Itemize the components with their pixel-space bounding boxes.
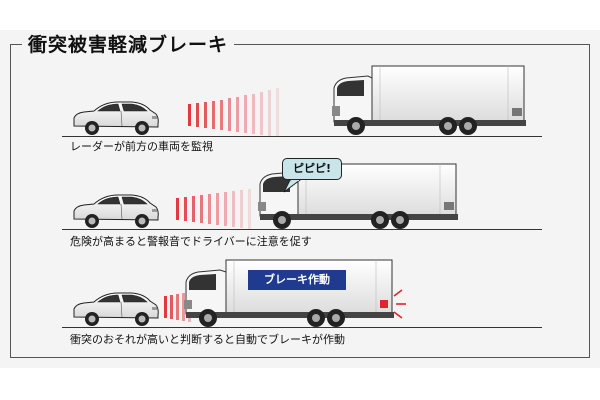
brake-light-flash [393,289,406,319]
car-row-1 [73,101,159,136]
caption-row-2: 危険が高まると警報音でドライバーに注意を促す [70,235,312,248]
road-line-2 [62,229,542,230]
road-line-1 [62,136,542,137]
diagram-title: 衝突被害軽減ブレーキ [22,33,235,57]
road-line-3 [62,327,542,328]
caption-row-3: 衝突のおそれが高いと判断すると自動でブレーキが作動 [70,333,345,346]
caption-row-1: レーダーが前方の車両を監視 [70,140,213,153]
truck-row-2 [258,163,458,229]
brake-active-label: ブレーキ作動 [248,270,346,290]
warning-bubble: ピピピ! [282,158,342,180]
car-row-2 [73,194,159,229]
diagram-frame [10,44,590,358]
truck-row-1 [332,65,526,135]
radar-waves-row-1 [188,88,279,137]
car-row-3 [73,292,159,327]
radar-waves-row-2 [176,189,251,229]
